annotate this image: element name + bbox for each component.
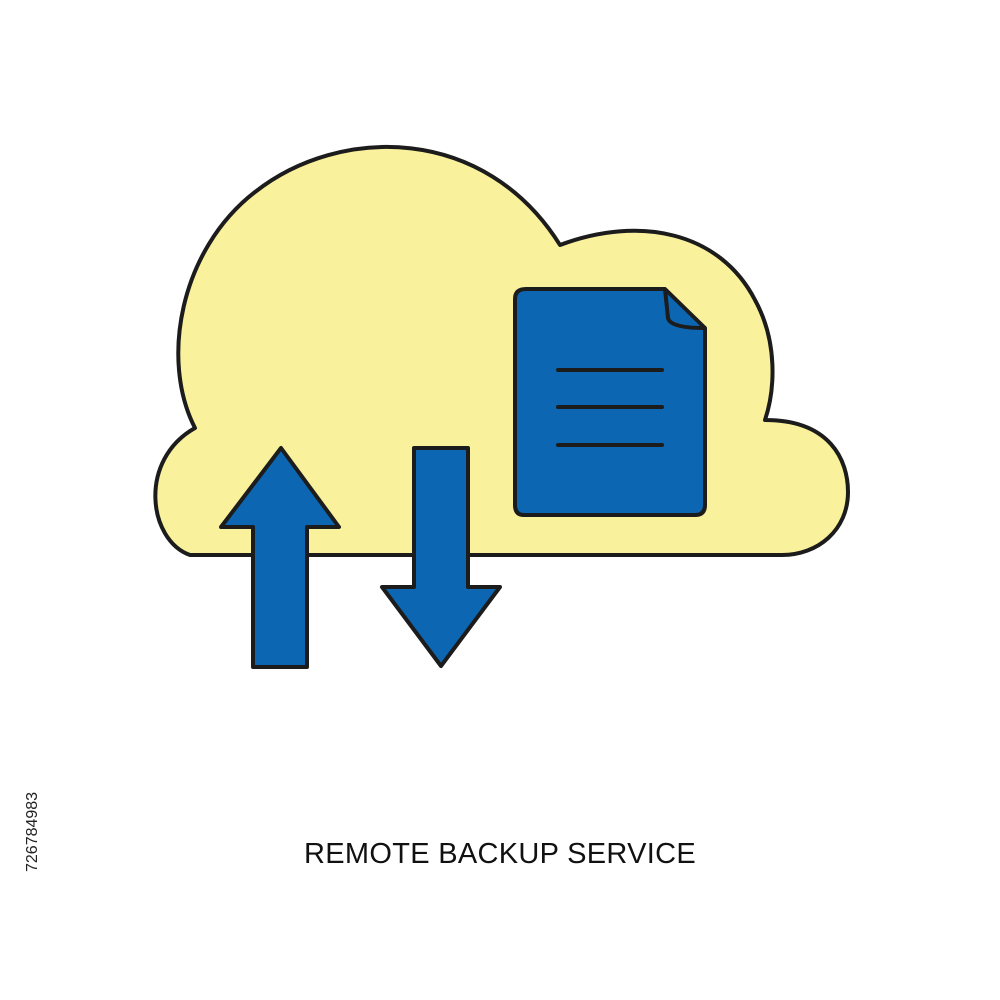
stock-id-text: 726784983 [24, 791, 41, 872]
document-icon [513, 287, 707, 517]
arrow-up-icon [219, 446, 341, 669]
caption-text: REMOTE BACKUP SERVICE [304, 838, 696, 870]
arrow-down-icon [380, 446, 502, 668]
